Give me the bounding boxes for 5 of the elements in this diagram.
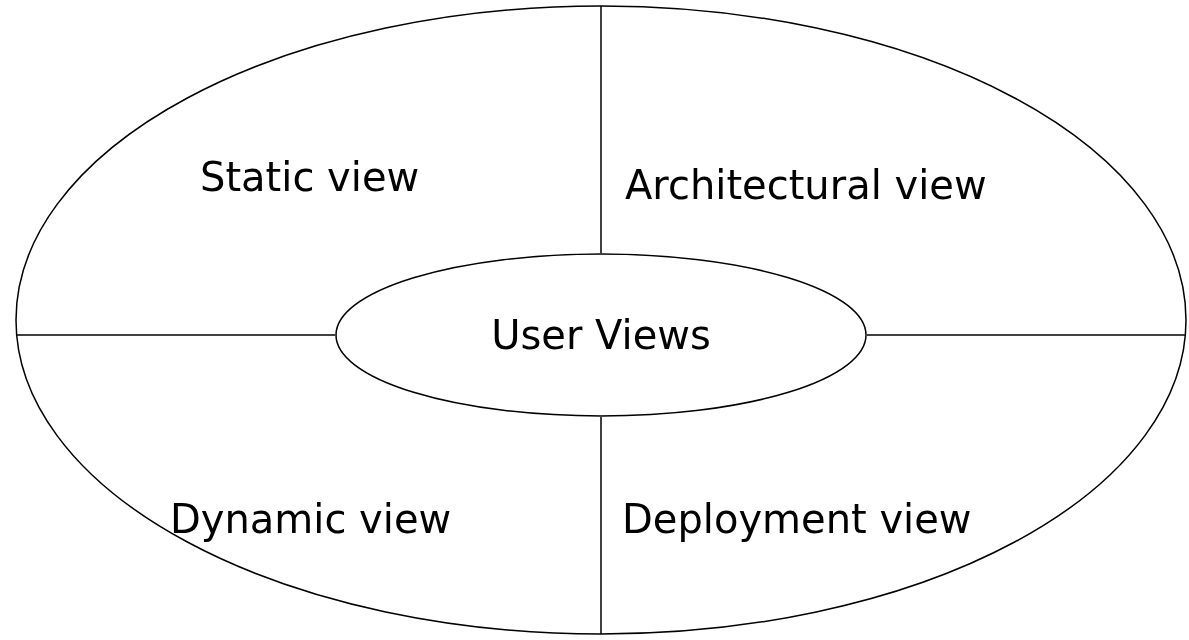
quadrant-label: Dynamic view (170, 497, 452, 541)
quadrant-label: Architectural view (625, 163, 987, 207)
quadrant-label: Deployment view (622, 497, 972, 541)
quadrant-label: Static view (200, 155, 420, 199)
ellipse-label: User Views (491, 313, 711, 357)
